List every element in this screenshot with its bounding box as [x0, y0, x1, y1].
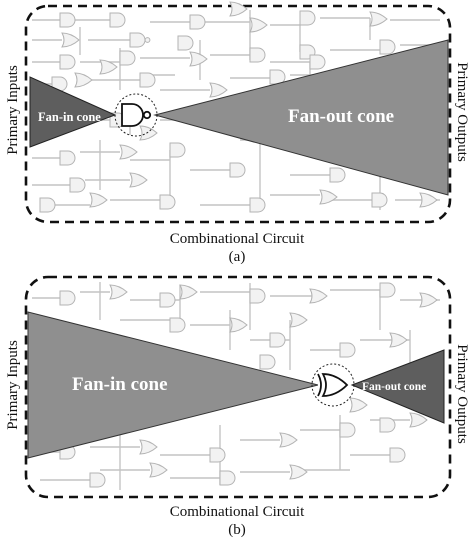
panel-label-b: (b)	[228, 522, 246, 538]
primary-outputs-label-a: Primary Outputs	[454, 62, 470, 162]
target-gate-ring-a	[114, 93, 158, 137]
panel-a: Fan-in cone Fan-out cone Primary Inputs …	[5, 1, 470, 265]
fan-in-cone-label-b: Fan-in cone	[72, 374, 168, 395]
primary-inputs-label-a: Primary Inputs	[5, 65, 21, 155]
circuit-boundary-a	[24, 4, 452, 224]
target-nand-gate-icon-a	[121, 103, 152, 127]
fan-out-cone-label-b: Fan-out cone	[362, 381, 426, 393]
fan-out-cone-a	[153, 39, 449, 196]
combinational-circuit-label-a: Combinational Circuit	[170, 231, 305, 247]
fan-in-cone-a	[29, 76, 117, 148]
fan-in-cone-b	[27, 311, 319, 459]
primary-outputs-label-b: Primary Outputs	[454, 344, 470, 444]
panel-label-a: (a)	[229, 249, 246, 265]
panel-b: Fan-in cone Fan-out cone Primary Inputs …	[5, 275, 470, 538]
target-xor-gate-icon-b	[317, 373, 349, 397]
target-gate-ring-b	[311, 363, 355, 407]
primary-inputs-label-b: Primary Inputs	[5, 340, 21, 430]
combinational-circuit-label-b: Combinational Circuit	[170, 504, 305, 520]
fan-in-cone-label-a: Fan-in cone	[38, 110, 101, 124]
fan-out-cone-b	[350, 349, 445, 424]
fan-out-cone-label-a: Fan-out cone	[288, 106, 394, 127]
circuit-boundary-b	[24, 275, 452, 499]
